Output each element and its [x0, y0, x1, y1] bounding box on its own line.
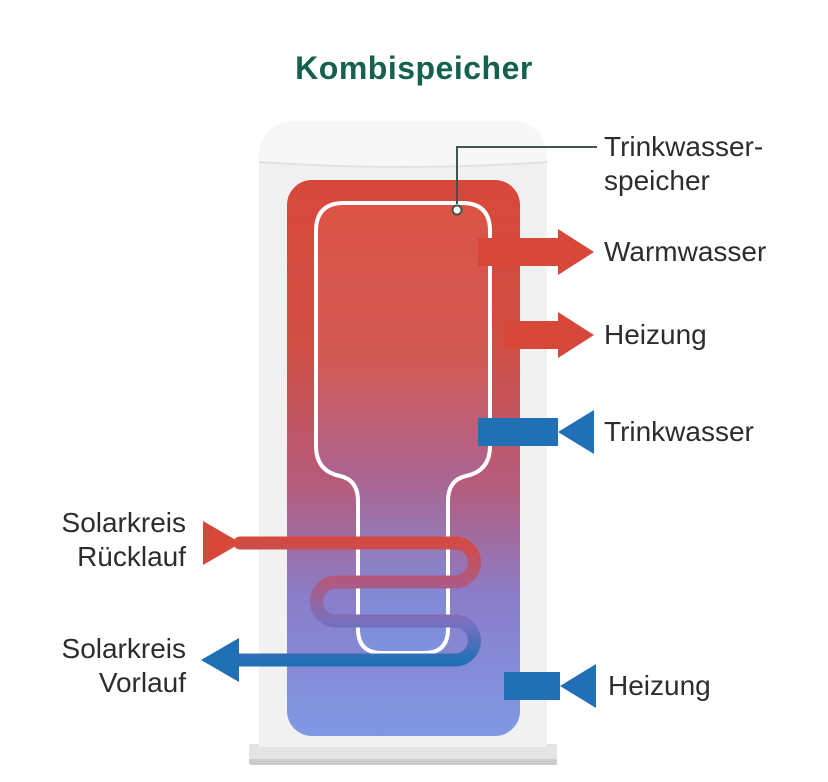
label-solarkreis-vorlauf: Solarkreis Vorlauf: [62, 632, 186, 700]
label-trinkwasser: Trinkwasser: [604, 416, 754, 447]
label-heizung-bottom: Heizung: [608, 670, 711, 701]
label-solarkreis-ruecklauf: Solarkreis Rücklauf: [62, 506, 186, 574]
label-solarkreis-ruecklauf-line2: Rücklauf: [77, 541, 186, 572]
heizung-top-arrow-head: [558, 312, 594, 358]
heizung-bottom-arrow-shaft: [504, 672, 560, 700]
heizung-bottom-arrow: [504, 664, 596, 708]
label-solarkreis-ruecklauf-line1: Solarkreis: [61, 507, 186, 538]
tank-base-shadow: [249, 759, 557, 765]
label-solarkreis-vorlauf-line1: Solarkreis: [61, 633, 186, 664]
label-trinkwasserspeicher-line1: Trinkwasser-: [604, 131, 764, 162]
trinkwasser-arrow-shaft: [478, 418, 558, 446]
diagram-title: Kombispeicher: [295, 50, 533, 86]
heizung-top-arrow: [504, 312, 594, 358]
solar-coil: [231, 536, 481, 667]
solar-ruecklauf-arrowhead: [203, 521, 241, 565]
trinkwasser-arrow-head: [558, 410, 594, 454]
warmwasser-arrow-head: [558, 229, 594, 275]
heizung-top-arrow-shaft: [504, 321, 558, 349]
warmwasser-arrow-shaft: [478, 238, 558, 266]
warmwasser-arrow: [478, 229, 594, 275]
label-trinkwasserspeicher-line2: speicher: [604, 165, 710, 196]
tank-lid-seam: [258, 161, 548, 168]
label-solarkreis-vorlauf-line2: Vorlauf: [98, 667, 186, 698]
label-trinkwasserspeicher: Trinkwasser- speicher: [604, 130, 763, 198]
tank-lid: [259, 121, 547, 167]
pointer-line: [456, 146, 597, 204]
label-heizung-top: Heizung: [604, 319, 707, 350]
pointer-dot: [451, 204, 463, 216]
label-warmwasser: Warmwasser: [604, 236, 767, 267]
heizung-bottom-arrow-head: [560, 664, 596, 708]
trinkwasser-arrow: [478, 410, 594, 454]
solar-vorlauf-arrowhead: [201, 638, 239, 682]
